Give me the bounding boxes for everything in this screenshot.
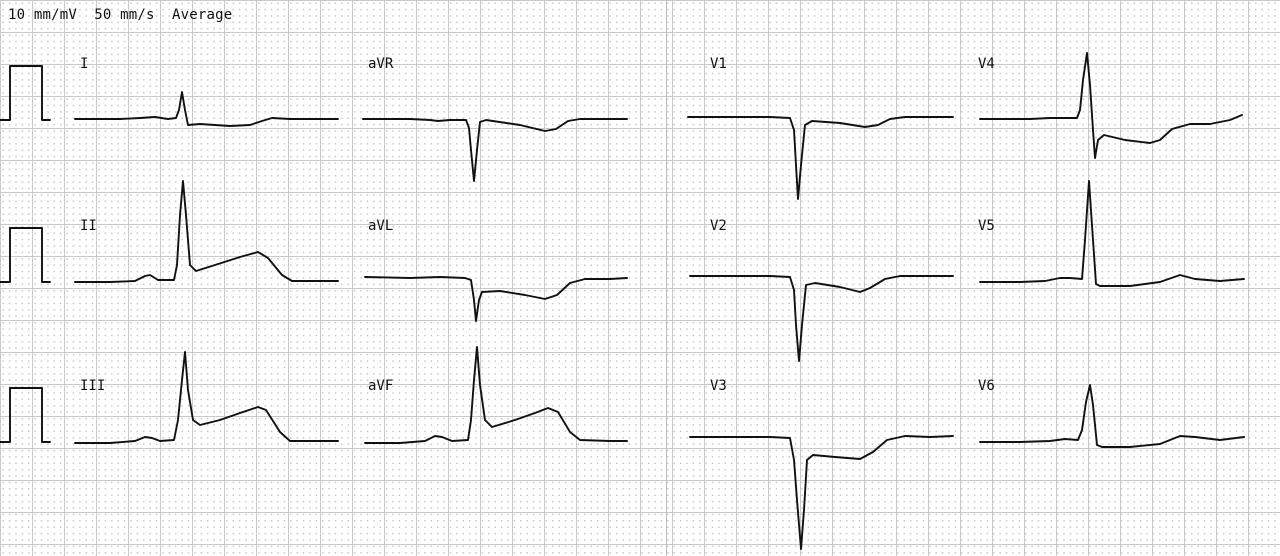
page-divider (666, 0, 667, 556)
calibration-pulse-row1 (0, 65, 51, 121)
lead-label-i: I (80, 56, 89, 72)
lead-label-avr: aVR (368, 56, 394, 72)
trace-lead-i (74, 91, 339, 127)
trace-lead-v5 (979, 180, 1245, 287)
calibration-pulse-row3 (0, 387, 51, 443)
lead-label-iii: III (80, 378, 106, 394)
trace-lead-v1 (687, 116, 954, 200)
lead-label-v3: V3 (710, 378, 727, 394)
ecg-header: 10 mm/mV 50 mm/s Average (8, 7, 233, 23)
trace-lead-avr (362, 118, 628, 182)
lead-label-v6: V6 (978, 378, 995, 394)
trace-lead-v6 (979, 384, 1245, 448)
trace-lead-avf (364, 346, 628, 444)
lead-label-ii: II (80, 218, 97, 234)
trace-lead-ii (74, 180, 339, 283)
lead-label-avf: aVF (368, 378, 394, 394)
trace-lead-v2 (689, 275, 954, 362)
trace-lead-iii (74, 351, 339, 444)
lead-label-v4: V4 (978, 56, 995, 72)
lead-label-v2: V2 (710, 218, 727, 234)
trace-lead-avl (364, 276, 628, 322)
trace-lead-v4 (979, 52, 1243, 159)
lead-label-avl: aVL (368, 218, 394, 234)
trace-lead-v3 (689, 435, 954, 550)
calibration-pulse-row2 (0, 227, 51, 283)
lead-label-v1: V1 (710, 56, 727, 72)
lead-label-v5: V5 (978, 218, 995, 234)
